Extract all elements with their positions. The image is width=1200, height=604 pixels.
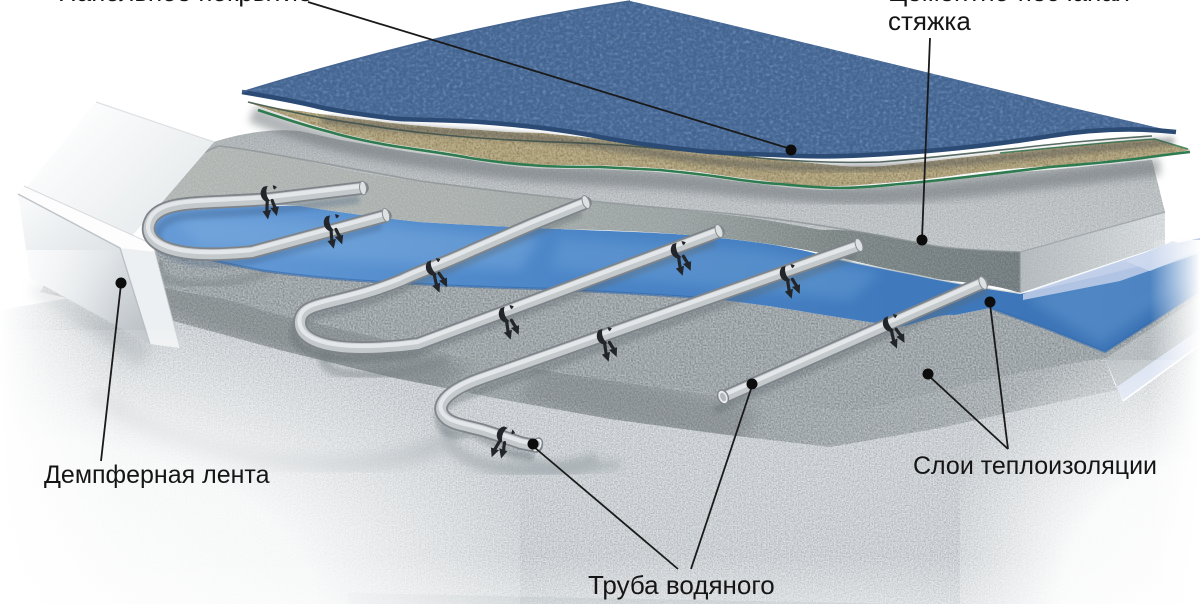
pipe-cut-ends-group	[854, 238, 864, 252]
pipe-cut-ends-group	[978, 276, 988, 290]
underlay-layer-path-7	[999, 138, 1189, 154]
screed-end-face	[26, 102, 214, 240]
screed-slab-path-4	[149, 145, 1021, 253]
pipe-cut-ends-group	[581, 195, 591, 209]
leader-lines-path-3	[100, 283, 122, 462]
damper-tape-path-4	[17, 193, 151, 345]
pipe-cut-ends	[359, 180, 988, 453]
carpet-layer-path-1	[321, 115, 1175, 172]
screed-slab-path-7	[1019, 211, 1166, 253]
leader-dots	[115, 144, 996, 450]
carpet-layer-path-7	[241, 0, 631, 93]
leader-dots-circle-5	[746, 378, 758, 390]
label-screed-line2: стяжка	[888, 6, 971, 36]
white-fades-rect-4	[1150, 240, 1200, 604]
pipe-cut-ends-group	[714, 224, 724, 238]
blue-film-layer-path-6	[989, 289, 1200, 354]
white-fades-rect-5	[0, 556, 1200, 604]
carpet-layer-path-6	[241, 89, 1177, 159]
leader-dots-circle-7	[922, 368, 934, 380]
leader-lines-path-7	[928, 375, 1009, 450]
cast-shadows-path-5	[503, 449, 621, 478]
label-damper-tape: Демпферная лента	[44, 461, 270, 489]
pipe-cut-ends-ellipse-4	[720, 392, 726, 402]
leader-lines-path-2	[921, 37, 931, 240]
screed-slab-path-9	[819, 254, 1021, 294]
pipe-loop-1	[141, 181, 392, 262]
leader-dots-circle-2	[916, 234, 928, 246]
damper-tape-path-1	[18, 186, 155, 252]
label-water-pipe: Труба водяного	[588, 570, 775, 600]
leader-lines-path-1	[307, 1, 792, 150]
diagram-path-1	[95, 101, 215, 143]
leader-dots-circle-4	[527, 438, 539, 450]
screed-slab-path-3	[248, 106, 1161, 205]
labels: Напольное покрытие Цементно-песчаная стя…	[44, 0, 1157, 600]
carpet-layer	[241, 0, 1177, 172]
screed-slab-path-6	[1020, 212, 1165, 293]
damper-tape-path-5	[23, 185, 153, 245]
leader-dots-circle-6	[984, 296, 996, 308]
damper-tape-path-3	[120, 248, 180, 348]
leader-dots-circle-3	[115, 277, 127, 289]
label-floor-covering: Напольное покрытие	[58, 0, 312, 7]
pipe-cut-ends-group	[381, 207, 391, 223]
insulation-layer-2-path-2	[520, 360, 760, 445]
white-fades	[0, 240, 1200, 604]
leader-lines-path-6	[989, 303, 1009, 450]
pipe-supply-run-path-3	[721, 278, 984, 398]
underlay-layer-path-6	[257, 108, 1191, 190]
leader-lines-path-4	[533, 446, 679, 570]
leader-dots-circle-1	[785, 144, 797, 156]
pipe-supply-run	[717, 276, 989, 404]
label-insulation-layers: Слои теплоизоляции	[913, 452, 1157, 480]
leader-lines	[100, 1, 1009, 570]
pipe-loop-1-path-3	[145, 183, 387, 255]
heating-pipes-path-4	[713, 286, 989, 414]
leader-lines-path-5	[690, 385, 753, 570]
carpet-layer-path-5	[242, 1, 1176, 157]
pipe-cut-ends-group	[716, 389, 730, 405]
pipe-cut-ends-group	[359, 180, 367, 196]
label-screed-line1: Цементно-песчаная	[888, 0, 1130, 7]
